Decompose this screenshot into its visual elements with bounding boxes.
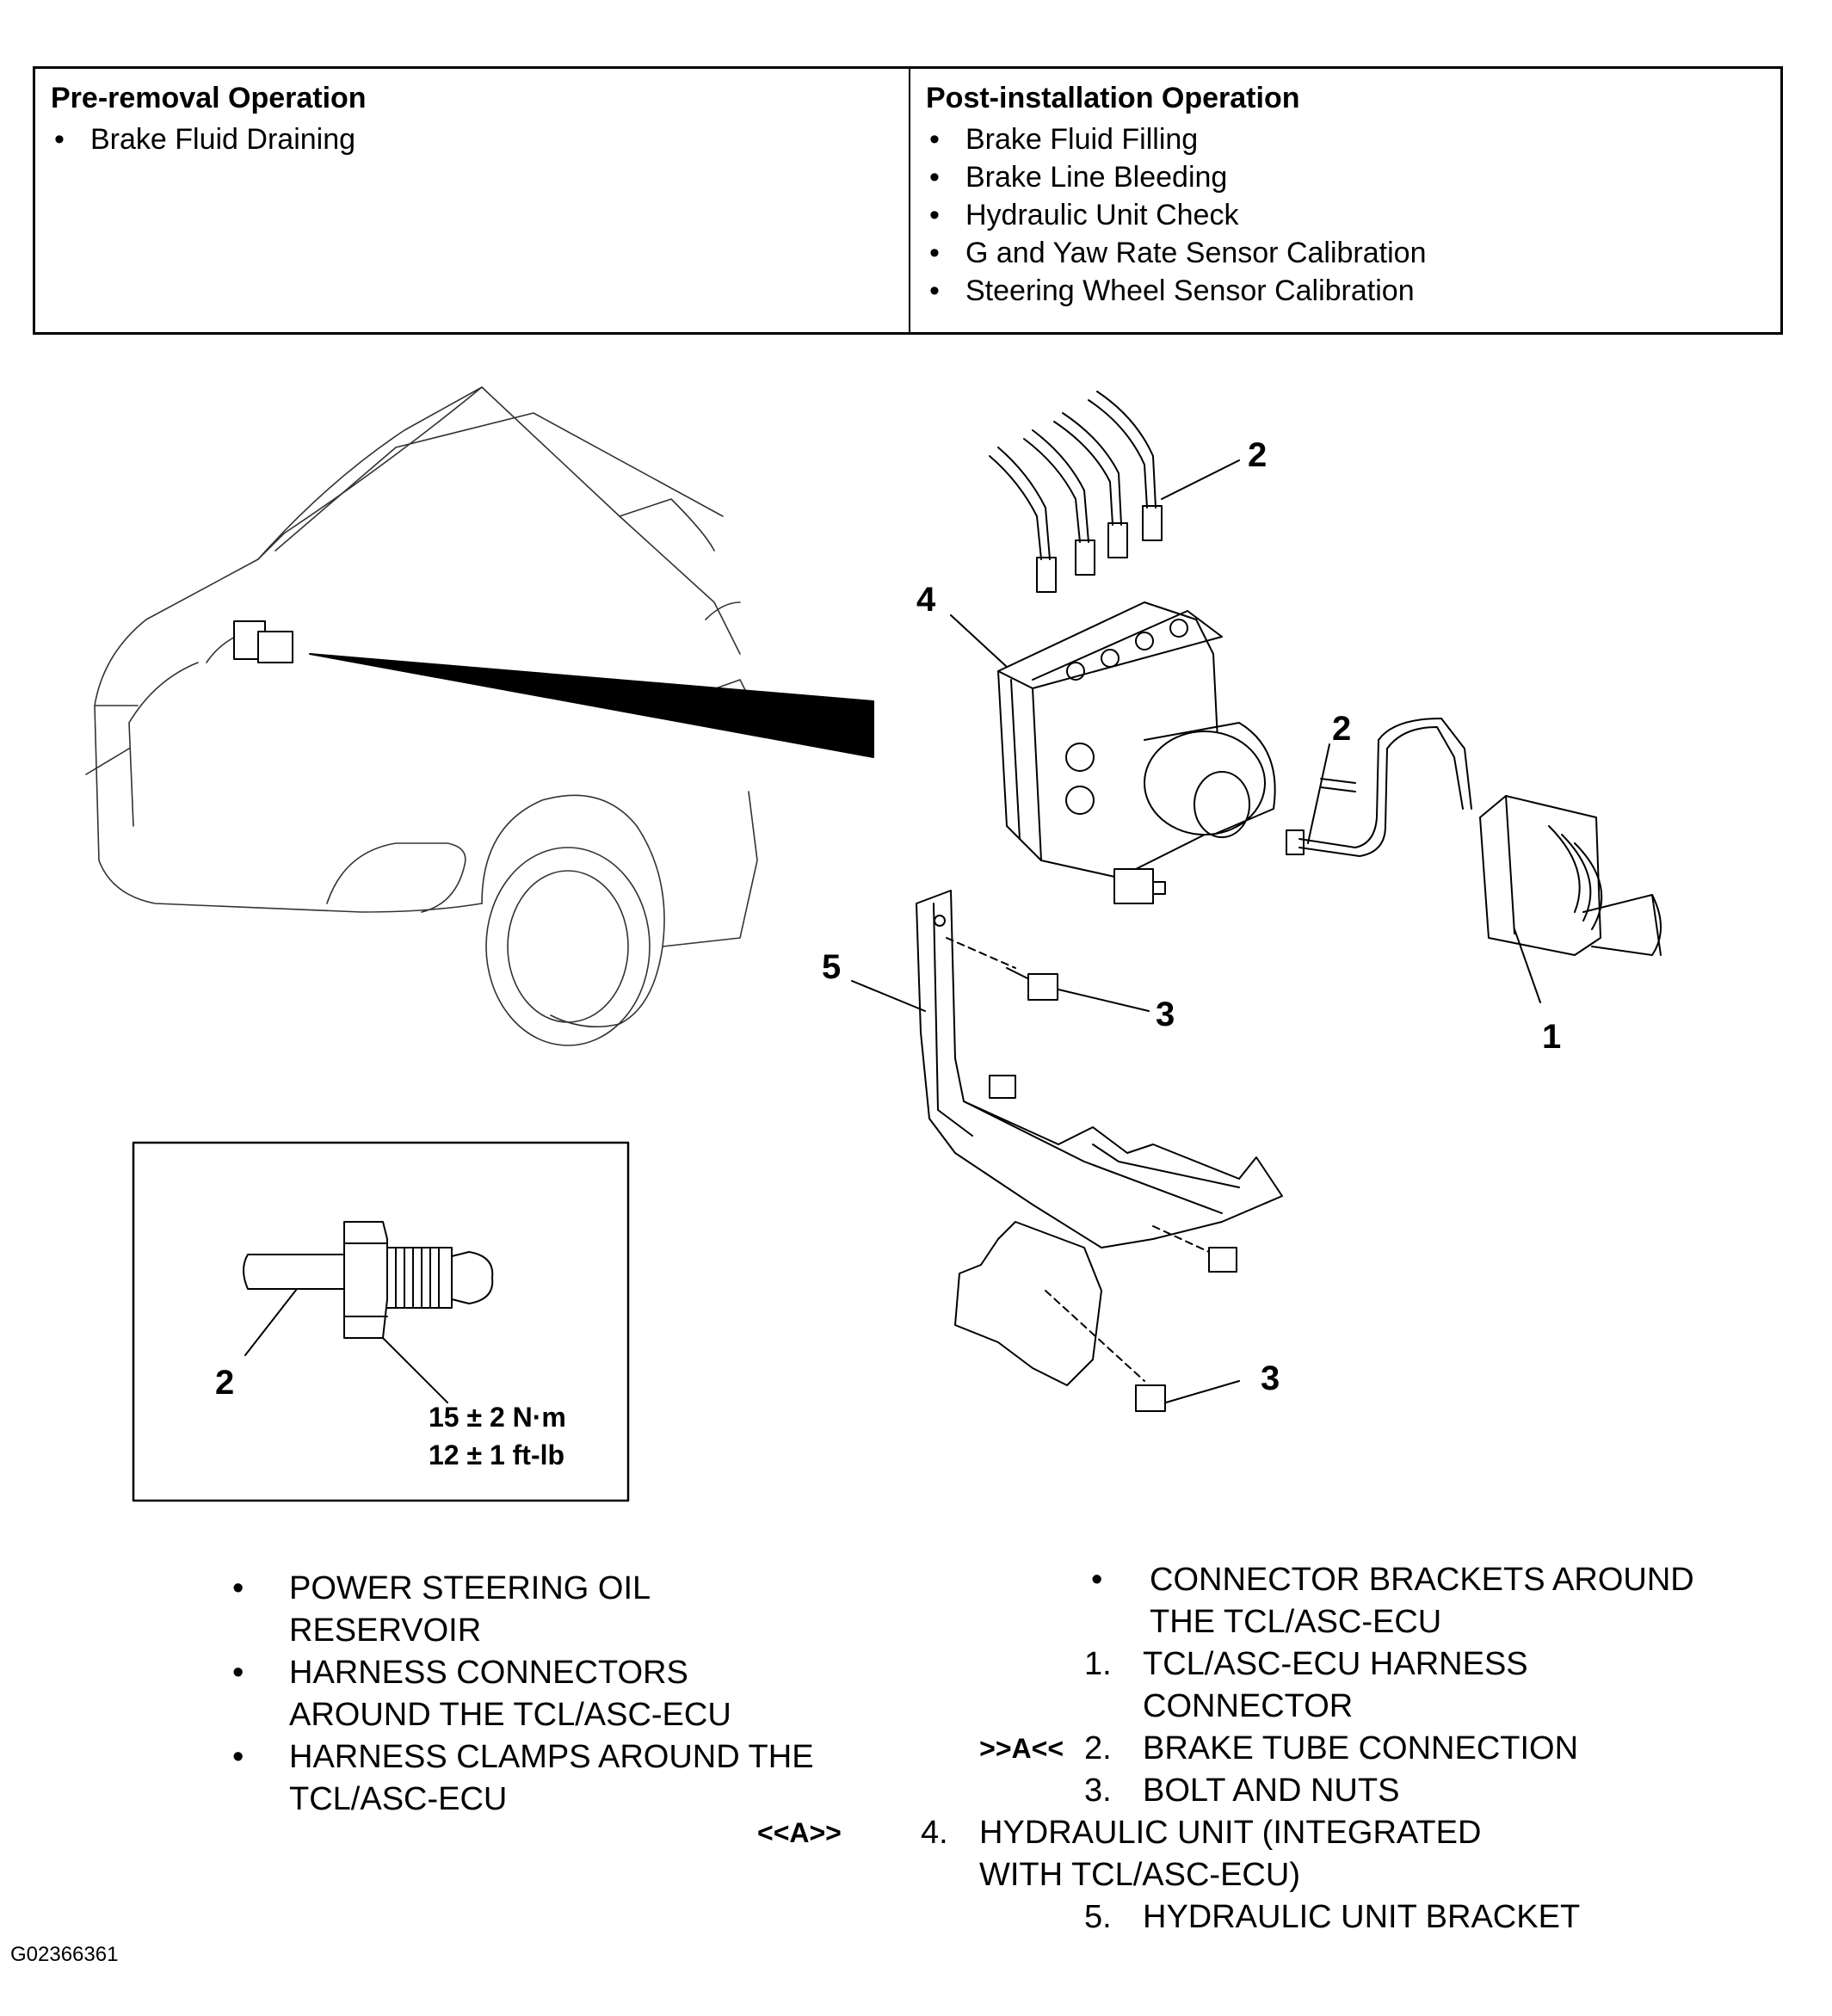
list-item: G and Yaw Rate Sensor Calibration (926, 234, 1765, 272)
brake-tube-right (1286, 718, 1472, 857)
callout-1: 1 (1542, 1018, 1561, 1056)
parts-list-item-5: 5. HYDRAULIC UNIT BRACKET (1084, 1899, 1581, 1935)
list-item: Brake Fluid Filling (926, 120, 1765, 158)
operations-table: Pre-removal Operation Brake Fluid Draini… (33, 66, 1783, 335)
callout-4: 4 (916, 581, 936, 619)
location-pointer (233, 620, 874, 758)
post-installation-list: Brake Fluid Filling Brake Line Bleeding … (926, 120, 1765, 310)
list-item: Brake Fluid Draining (51, 120, 893, 158)
callout-2-tubes: 2 (1248, 436, 1267, 474)
list-item: Steering Wheel Sensor Calibration (926, 272, 1765, 310)
list-item: Hydraulic Unit Check (926, 196, 1765, 234)
figure-id: G02366361 (10, 1943, 119, 1966)
parts-list-item-2: >>A<< 2. BRAKE TUBE CONNECTION (979, 1730, 1579, 1766)
callout-2-right: 2 (1332, 710, 1351, 748)
callout-5: 5 (822, 948, 841, 986)
pre-removal-column: Pre-removal Operation Brake Fluid Draini… (35, 69, 910, 332)
torque-ftlb: 12 ± 1 ft-lb (429, 1440, 564, 1470)
callout-3-lower: 3 (1261, 1359, 1280, 1397)
callout-2-detail: 2 (215, 1364, 234, 1402)
harness-connector (1479, 795, 1662, 956)
post-installation-column: Post-installation Operation Brake Fluid … (910, 69, 1780, 332)
brake-tubes (989, 391, 1163, 593)
post-installation-heading: Post-installation Operation (926, 82, 1300, 114)
bolts-and-nuts (946, 937, 1237, 1412)
pre-removal-heading: Pre-removal Operation (51, 82, 367, 114)
pre-removal-list: Brake Fluid Draining (51, 120, 893, 158)
hydraulic-unit (997, 601, 1276, 904)
leader-lines (851, 459, 1541, 1403)
callout-3-upper: 3 (1156, 996, 1175, 1033)
hydraulic-unit-bracket (916, 890, 1283, 1386)
vehicle-illustration (85, 386, 758, 1046)
torque-detail-inset (132, 1141, 630, 1502)
torque-nm: 15 ± 2 N·m (429, 1402, 566, 1433)
list-item: Brake Line Bleeding (926, 158, 1765, 196)
parts-list-item-3: 3. BOLT AND NUTS (1084, 1772, 1400, 1809)
